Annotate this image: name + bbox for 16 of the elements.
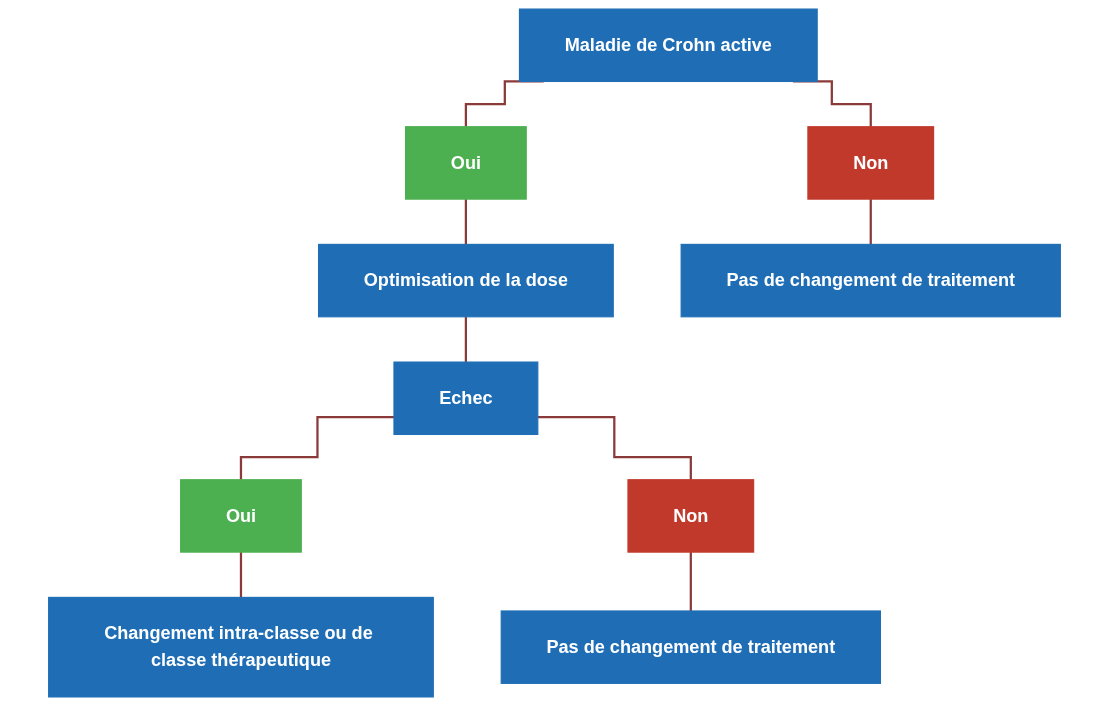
connector — [464, 198, 467, 246]
connector — [239, 551, 243, 599]
node-box: Maladie de Crohn active — [518, 8, 818, 83]
node-box: Optimisation de la dose — [317, 243, 614, 318]
node-box: Pas de changement de traitement — [500, 610, 881, 684]
connector — [239, 415, 394, 481]
node-box: Non — [627, 479, 755, 553]
connector — [464, 315, 467, 364]
node-box: Oui — [405, 126, 527, 200]
node-box: Pas de changement de traitement — [680, 243, 1061, 318]
node-box: Oui — [180, 479, 302, 553]
connector — [537, 415, 692, 481]
node-box: Echec — [393, 361, 539, 436]
node-box: Changement intra-classe ou de classe thérapeutique — [48, 596, 434, 698]
node-box: Non — [807, 126, 935, 200]
connector — [869, 198, 872, 246]
